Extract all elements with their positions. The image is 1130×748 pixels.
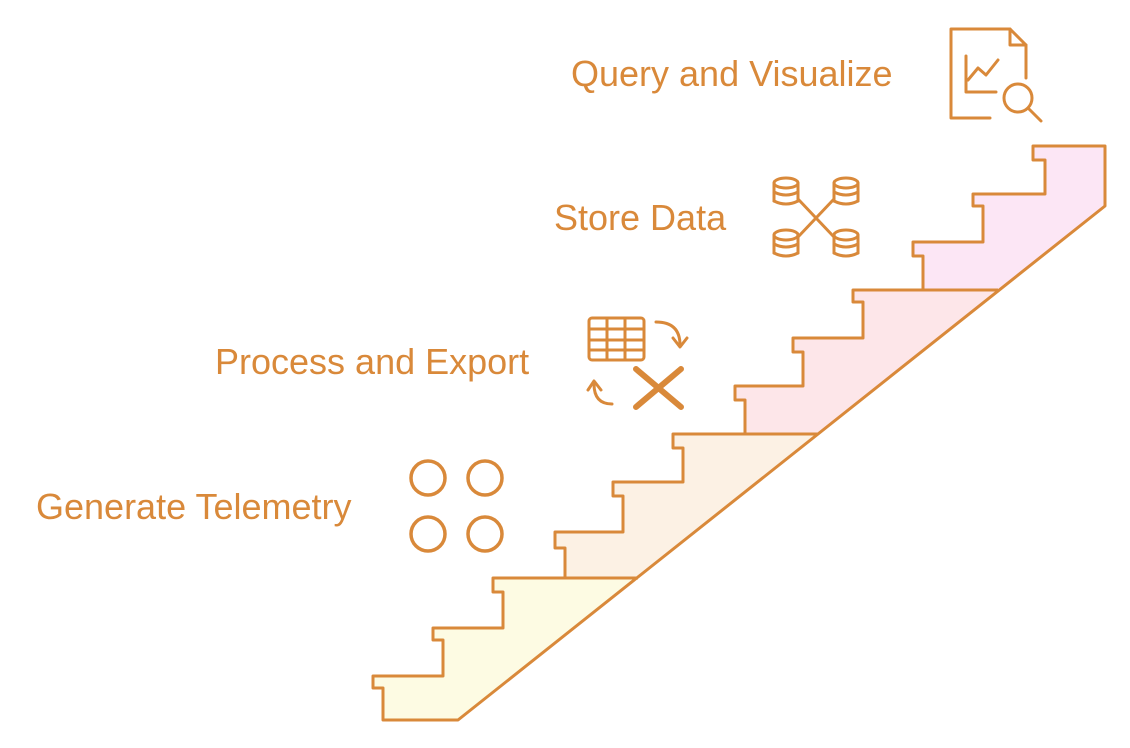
stair-segment-2 [555,434,818,578]
spreadsheet-export-icon [586,316,689,410]
staircase-outline [371,144,1107,722]
stair-segment-4 [913,146,1105,290]
step-label-query-and-visualize: Query and Visualize [571,53,893,94]
step-label-process-and-export: Process and Export [215,341,530,382]
four-circles-icon [409,459,504,553]
step-label-generate-telemetry: Generate Telemetry [36,486,352,527]
database-network-icon [772,176,860,258]
stair-segment-1 [373,578,638,720]
chart-search-document-icon [949,27,1043,123]
step-label-store-data: Store Data [554,197,727,238]
stair-segment-3 [735,290,998,434]
